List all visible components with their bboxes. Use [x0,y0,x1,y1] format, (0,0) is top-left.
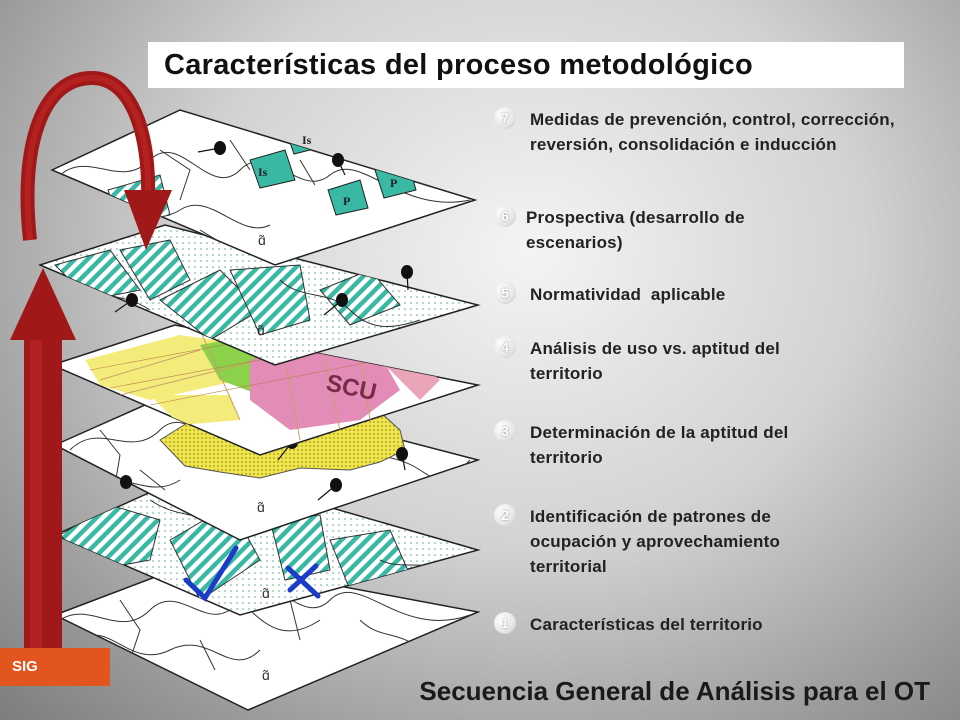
step-label: Medidas de prevención, control, correcci… [530,110,895,154]
step-6: 6 Prospectiva (desarrollo de escenarios) [494,205,816,255]
step-1: 1 Características del territorio [494,612,850,637]
step-number-badge: 3 [494,420,516,442]
step-2: 2 Identificación de patrones de ocupació… [494,504,860,579]
step-3: 3 Determinación de la aptitud del territ… [494,420,830,470]
tile-label: P [343,194,350,208]
step-4: 4 Análisis de uso vs. aptitud del territ… [494,336,850,386]
step-5: 5 Normatividad aplicable [494,282,890,307]
svg-text:ɑ̃: ɑ̃ [257,322,265,338]
svg-text:ɑ̃: ɑ̃ [257,499,265,515]
page-title: Características del proceso metodológico [148,42,904,88]
step-number-badge: 7 [494,107,516,129]
tile-label: Is [258,165,268,179]
feedback-loop-arrow [20,71,172,250]
step-label: Características del territorio [530,615,763,634]
step-label: Normatividad aplicable [530,285,726,304]
footer-text: Secuencia General de Análisis para el OT [419,676,930,706]
step-label: Prospectiva (desarrollo de escenarios) [526,208,745,252]
footer-caption: Secuencia General de Análisis para el OT [419,676,930,707]
layer-land-use: SCU [49,324,481,456]
step-label: Determinación de la aptitud del territor… [530,423,789,467]
tile-label: P [390,176,397,190]
sig-up-arrow [10,268,76,650]
step-number-badge: 1 [494,612,516,634]
step-label: Análisis de uso vs. aptitud del territor… [530,339,780,383]
tile-label: Is [302,133,312,147]
svg-text:ɑ̃: ɑ̃ [262,585,270,601]
svg-text:ɑ̃: ɑ̃ [262,667,270,683]
step-number-badge: 5 [494,282,516,304]
step-number-badge: 4 [494,336,516,358]
svg-text:ɑ̃: ɑ̃ [258,232,266,248]
step-number-badge: 2 [494,504,516,526]
step-number-badge: 6 [494,205,516,227]
layer-prospective: Is Is P P ɑ̃ [50,109,478,266]
sig-label-box: SIG [0,648,110,686]
sig-label: SIG [12,658,38,675]
step-7: 7 Medidas de prevención, control, correc… [494,107,930,157]
page-title-text: Características del proceso metodológico [164,48,753,81]
step-label: Identificación de patrones de ocupación … [530,507,781,576]
